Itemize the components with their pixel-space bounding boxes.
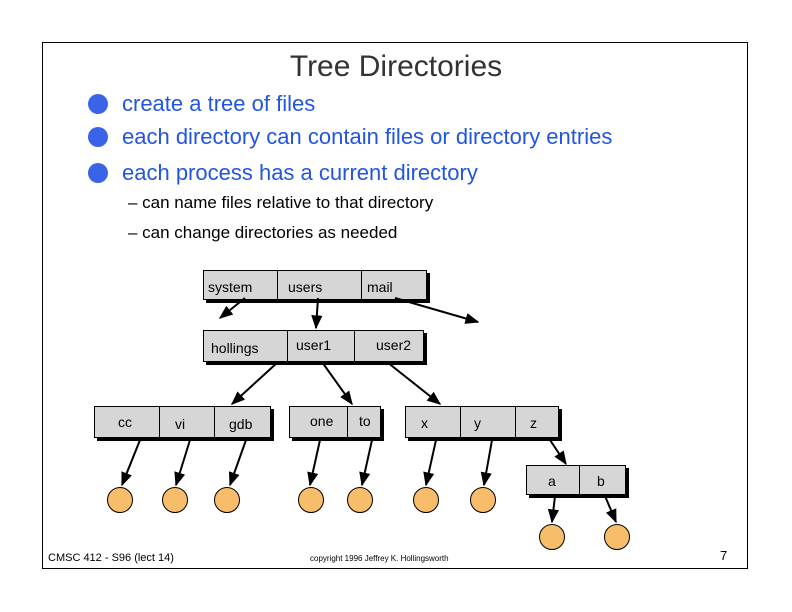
dir-entry-z: z: [530, 415, 537, 431]
arrow-b: [604, 495, 617, 524]
divider: [287, 331, 288, 361]
dir-box-users: hollings user1 user2: [203, 330, 424, 362]
dir-box-user2: x y z: [405, 406, 559, 438]
footer-copyright: copyright 1996 Jeffrey K. Hollingsworth: [310, 554, 449, 563]
slide-frame: [42, 42, 748, 569]
dir-entry-vi: vi: [175, 416, 186, 432]
arrow-vi: [174, 439, 191, 487]
dir-entry-mail: mail: [367, 279, 393, 295]
file-node: [413, 487, 439, 513]
divider: [347, 407, 348, 437]
dir-box-root: system users mail: [203, 270, 427, 300]
dir-entry-users: users: [288, 279, 323, 295]
arrow-mail: [394, 297, 480, 324]
sub-bullet-1: – can name files relative to that direct…: [128, 193, 434, 212]
arrow-gdb: [228, 439, 247, 487]
divider: [354, 331, 355, 361]
divider: [361, 271, 362, 299]
file-node: [107, 487, 133, 513]
divider: [460, 407, 461, 437]
sub-bullet-2: – can change directories as needed: [128, 223, 398, 242]
divider: [515, 407, 516, 437]
file-node: [470, 487, 496, 513]
bullet-1: create a tree of files: [88, 89, 315, 119]
file-node: [162, 487, 188, 513]
file-node: [298, 487, 324, 513]
footer-course: CMSC 412 - S96 (lect 14): [48, 552, 174, 564]
arrow-system: [218, 297, 246, 319]
bullet-text: each process has a current directory: [122, 160, 478, 185]
arrow-x: [423, 439, 437, 487]
dir-entry-user1: user1: [296, 337, 332, 353]
dir-entry-x: x: [421, 415, 428, 431]
slide-title: Tree Directories: [289, 50, 503, 83]
arrow-cc: [121, 439, 141, 487]
file-node: [214, 487, 240, 513]
dir-entry-one: one: [310, 413, 334, 429]
arrow-y: [480, 439, 493, 487]
bullet-2: each directory can contain files or dire…: [88, 122, 612, 152]
bullet-dot-icon: [88, 163, 108, 183]
dir-entry-y: y: [474, 415, 481, 431]
arrow-one: [307, 439, 321, 487]
file-node: [604, 524, 630, 550]
arrow-user1: [321, 361, 353, 406]
divider: [579, 466, 580, 494]
arrow-a: [547, 495, 560, 524]
arrow-user2: [386, 361, 442, 405]
dir-entry-system: system: [208, 279, 253, 295]
arrow-to: [359, 439, 373, 487]
page-number: 7: [720, 548, 728, 563]
bullet-dot-icon: [88, 94, 108, 114]
arrow-hollings: [230, 361, 279, 405]
dir-entry-to: to: [359, 413, 371, 429]
bullet-3: each process has a current directory: [88, 158, 478, 188]
file-node: [539, 524, 565, 550]
divider: [159, 407, 160, 437]
bullet-dot-icon: [88, 127, 108, 147]
dir-entry-hollings: hollings: [211, 340, 259, 356]
dir-box-z: a b: [526, 465, 626, 495]
dir-entry-cc: cc: [118, 414, 132, 430]
dir-entry-gdb: gdb: [229, 416, 253, 432]
arrow-users: [311, 297, 323, 330]
dir-entry-a: a: [548, 473, 556, 489]
bullet-text: create a tree of files: [122, 91, 316, 116]
divider: [214, 407, 215, 437]
divider: [277, 271, 278, 299]
dir-box-user1: one to: [289, 406, 381, 438]
bullet-text: each directory can contain files or dire…: [122, 124, 613, 149]
dir-box-hollings: cc vi gdb: [94, 406, 271, 438]
dir-entry-b: b: [597, 473, 605, 489]
dir-entry-user2: user2: [376, 337, 412, 353]
arrow-z: [549, 439, 567, 466]
file-node: [347, 487, 373, 513]
